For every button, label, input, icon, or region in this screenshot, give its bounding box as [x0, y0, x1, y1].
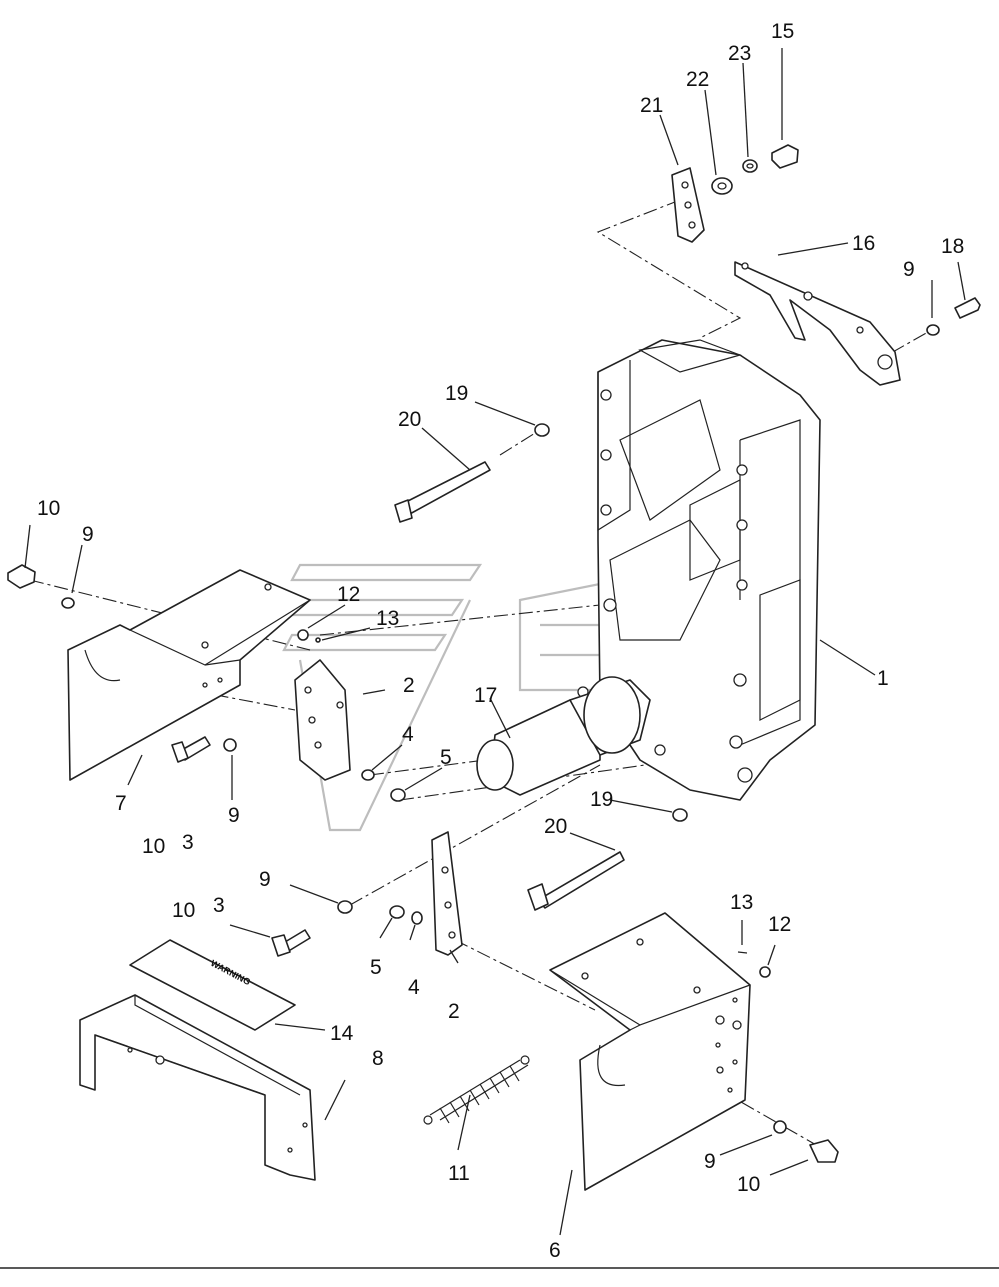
callout-10-lower-right: 10 — [737, 1173, 760, 1196]
callout-10-lower-left: 10 — [172, 899, 195, 922]
callout-19-lower: 19 — [590, 788, 613, 811]
nut-part-12-lower — [759, 966, 771, 978]
spacer-part-22 — [711, 177, 733, 195]
callout-11: 11 — [448, 1162, 470, 1185]
washer-part-4-lower — [411, 911, 423, 925]
leader-lines — [24, 48, 966, 1236]
callout-2-upper: 2 — [403, 674, 415, 697]
top-bracket-part-16 — [734, 261, 901, 386]
callout-9-lower-left: 9 — [259, 868, 271, 891]
nut-part-5-lower — [389, 905, 405, 919]
washer-part-19-top — [534, 423, 550, 437]
callout-23: 23 — [728, 42, 751, 65]
callout-18: 18 — [941, 235, 964, 258]
main-housing-part-1 — [577, 339, 821, 801]
long-bolt-part-20-lower — [527, 851, 625, 911]
callout-16: 16 — [852, 232, 875, 255]
callout-3-upper: 3 — [182, 831, 194, 854]
callout-13-upper: 13 — [376, 607, 399, 630]
bolt-part-10-lower-right — [809, 1139, 839, 1163]
bolt-part-18 — [954, 297, 981, 319]
callout-9-mid: 9 — [228, 804, 240, 827]
washer-part-4-upper — [361, 769, 375, 781]
pin-part-13-upper — [315, 637, 321, 643]
bracket-part-2-lower — [431, 831, 463, 956]
callout-4-upper: 4 — [402, 723, 414, 746]
long-bolt-part-20-top — [394, 461, 491, 523]
callout-20-lower: 20 — [544, 815, 567, 838]
callout-10-left-upper: 10 — [37, 497, 60, 520]
callout-9-right: 9 — [903, 258, 915, 281]
spring-part-11 — [423, 1055, 530, 1125]
callout-9-lower-right: 9 — [704, 1150, 716, 1173]
washer-part-9-mid — [223, 738, 237, 752]
callout-6: 6 — [549, 1239, 561, 1262]
bracket-part-2-upper — [294, 659, 351, 781]
washer-part-9-lower-right — [773, 1120, 787, 1134]
callout-2-lower: 2 — [448, 1000, 460, 1023]
washer-part-19-lower — [672, 808, 688, 822]
callout-21: 21 — [640, 94, 663, 117]
callout-8: 8 — [372, 1047, 384, 1070]
shield-part-6 — [549, 912, 751, 1191]
callout-17: 17 — [474, 684, 497, 707]
callout-20-upper: 20 — [398, 408, 421, 431]
callout-3-lower: 3 — [213, 894, 225, 917]
cover-part-8 — [79, 994, 316, 1181]
callouts: 1 2 2 3 3 4 4 5 5 6 7 8 9 9 9 9 9 10 10 … — [37, 20, 964, 1262]
callout-9-left-upper: 9 — [82, 523, 94, 546]
shaft-part-17 — [476, 676, 651, 796]
callout-10-mid: 10 — [142, 835, 165, 858]
bolt-part-3-mid — [171, 736, 211, 763]
bolt-part-10-left-upper — [7, 564, 36, 589]
callout-7: 7 — [115, 792, 127, 815]
callout-1: 1 — [877, 667, 889, 690]
washer-part-23 — [742, 159, 758, 173]
callout-12-lower: 12 — [768, 913, 791, 936]
bolt-part-3-lower — [271, 929, 311, 957]
bolt-part-15 — [771, 144, 799, 169]
callout-13-lower: 13 — [730, 891, 753, 914]
pin-part-13-lower — [737, 951, 748, 954]
washer-part-9-left-upper — [61, 597, 75, 609]
callout-12-upper: 12 — [337, 583, 360, 606]
callout-5-upper: 5 — [440, 746, 452, 769]
callout-14: 14 — [330, 1022, 354, 1045]
callout-22: 22 — [686, 68, 709, 91]
callout-5-lower: 5 — [370, 956, 382, 979]
callout-19-upper: 19 — [445, 382, 468, 405]
link-plate-part-21 — [671, 167, 705, 243]
washer-part-9-right — [926, 324, 940, 336]
nut-part-5-upper — [390, 788, 406, 802]
washer-part-9-lower-left — [337, 900, 353, 914]
shield-part-7 — [67, 569, 311, 781]
nut-part-12-upper — [297, 629, 309, 641]
callout-4-lower: 4 — [408, 976, 420, 999]
callout-15: 15 — [771, 20, 794, 43]
